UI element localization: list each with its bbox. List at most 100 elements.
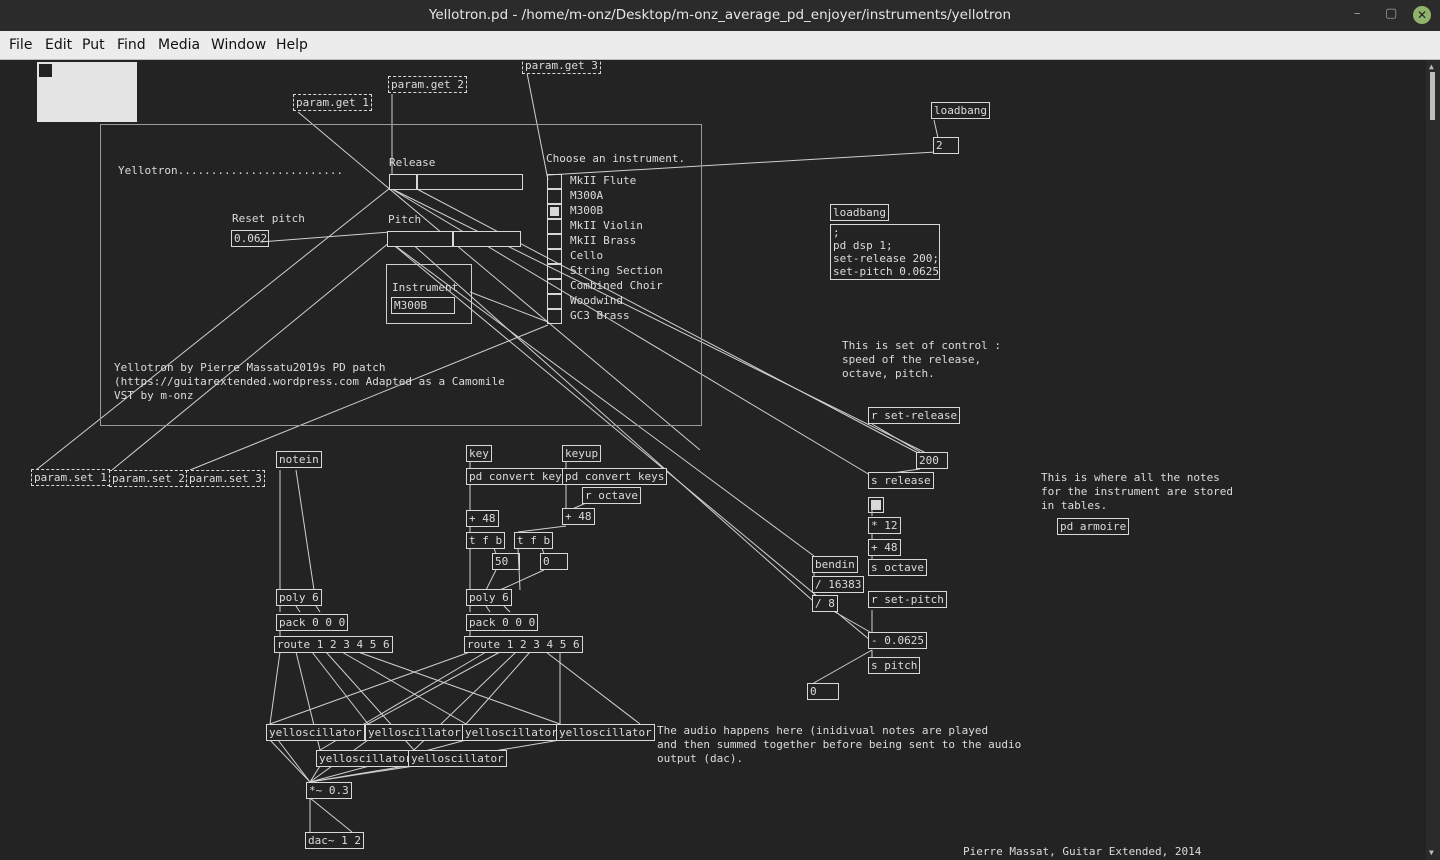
- maximize-icon[interactable]: ▢: [1385, 6, 1398, 21]
- t-f-b-2[interactable]: t f b: [514, 532, 554, 549]
- param-get-2[interactable]: param.get 2: [388, 76, 467, 93]
- instrument-option-label: Combined Choir: [570, 279, 663, 292]
- r-set-release[interactable]: r set-release: [868, 407, 961, 424]
- notes-comment: This is where all the notes for the inst…: [1041, 471, 1234, 512]
- key[interactable]: key: [466, 445, 492, 462]
- instrument-option-label: MkII Brass: [570, 234, 637, 247]
- route-1[interactable]: route 1 2 3 4 5 6: [274, 636, 393, 653]
- poly-2[interactable]: poly 6: [466, 589, 512, 606]
- gui-panel: [100, 124, 702, 426]
- loadbang-2[interactable]: loadbang: [830, 204, 889, 221]
- instrument-option-label: MkII Flute: [570, 174, 637, 187]
- instrument-radio-cell[interactable]: [547, 219, 562, 234]
- instrument-radio-cell[interactable]: [547, 264, 562, 279]
- instrument-option-label: M300A: [570, 189, 604, 202]
- yelloscillator-3[interactable]: yelloscillator: [462, 724, 561, 741]
- mul-0-3[interactable]: *~ 0.3: [306, 782, 352, 799]
- loadbang-1[interactable]: loadbang: [931, 102, 990, 119]
- release-slider[interactable]: [389, 174, 523, 190]
- vertical-scrollbar[interactable]: ▲ ▼: [1426, 60, 1440, 860]
- minimize-icon[interactable]: –: [1354, 6, 1361, 21]
- s-pitch[interactable]: s pitch: [868, 657, 921, 674]
- bang-panel[interactable]: [37, 62, 137, 122]
- div-16383[interactable]: / 16383: [812, 576, 865, 593]
- param-set-2[interactable]: param.set 2: [109, 470, 188, 487]
- message-200[interactable]: 200: [916, 452, 948, 469]
- plus-48-b[interactable]: + 48: [562, 508, 595, 525]
- yelloscillator-2[interactable]: yelloscillator: [365, 724, 464, 741]
- param-set-1[interactable]: param.set 1: [31, 469, 110, 486]
- number-0[interactable]: 0: [540, 553, 568, 570]
- sub-pitch[interactable]: - 0.0625: [868, 632, 927, 649]
- message-2[interactable]: 2: [933, 137, 959, 154]
- param-get-3[interactable]: param.get 3: [522, 60, 601, 74]
- notein[interactable]: notein: [276, 451, 322, 468]
- instrument-symbol[interactable]: M300B: [391, 297, 455, 314]
- bang-square[interactable]: [39, 64, 52, 77]
- menu-find[interactable]: Find: [117, 37, 146, 53]
- menu-window[interactable]: Window: [211, 37, 267, 53]
- r-octave[interactable]: r octave: [582, 487, 641, 504]
- close-icon[interactable]: ✕: [1413, 6, 1431, 24]
- instrument-option-label: M300B: [570, 204, 604, 217]
- instrument-option-label: String Section: [570, 264, 663, 277]
- control-comment: This is set of control : speed of the re…: [842, 339, 1001, 380]
- release-slider-knob[interactable]: [415, 175, 418, 189]
- menu-file[interactable]: File: [9, 37, 33, 53]
- scrollbar-thumb[interactable]: [1430, 72, 1435, 120]
- init-message[interactable]: ; pd dsp 1; set-release 200; set-pitch 0…: [830, 224, 940, 280]
- instrument-radio-cell[interactable]: [547, 294, 562, 309]
- instrument-radio-cell[interactable]: [547, 174, 562, 189]
- scroll-down-icon[interactable]: ▼: [1429, 848, 1434, 857]
- pitch-number[interactable]: 0: [807, 683, 839, 700]
- param-set-3[interactable]: param.set 3: [186, 470, 265, 487]
- r-set-pitch[interactable]: r set-pitch: [868, 591, 947, 608]
- instrument-radio-cell[interactable]: [547, 204, 562, 219]
- instrument-label: Instrument: [392, 281, 459, 294]
- yelloscillator-5[interactable]: yelloscillator: [316, 750, 415, 767]
- menu-edit[interactable]: Edit: [45, 37, 73, 53]
- instrument-radio-cell[interactable]: [547, 189, 562, 204]
- instrument-radio-cell[interactable]: [547, 249, 562, 264]
- octave-toggle[interactable]: [868, 497, 884, 513]
- scroll-up-icon[interactable]: ▲: [1429, 62, 1434, 71]
- menu-bar: File Edit Put Find Media Window Help: [0, 31, 1440, 60]
- reset-pitch-label: Reset pitch: [232, 212, 305, 225]
- pack-1[interactable]: pack 0 0 0: [276, 614, 349, 631]
- instrument-option-label: Woodwind: [570, 294, 623, 307]
- pitch-slider-knob[interactable]: [452, 232, 454, 246]
- instrument-radio-cell[interactable]: [547, 309, 562, 324]
- yelloscillator-6[interactable]: yelloscillator: [408, 750, 507, 767]
- pd-convert-keys-1[interactable]: pd convert keys: [466, 468, 572, 485]
- param-get-1[interactable]: param.get 1: [293, 94, 372, 111]
- pack-2[interactable]: pack 0 0 0: [466, 614, 539, 631]
- window-titlebar[interactable]: Yellotron.pd - /home/m-onz/Desktop/m-onz…: [0, 0, 1440, 31]
- gui-title: Yellotron.........................: [118, 164, 344, 177]
- instrument-radio-cell[interactable]: [547, 234, 562, 249]
- s-octave[interactable]: s octave: [868, 559, 927, 576]
- poly-1[interactable]: poly 6: [276, 589, 322, 606]
- t-f-b-1[interactable]: t f b: [466, 532, 506, 549]
- s-release[interactable]: s release: [868, 472, 934, 489]
- route-2[interactable]: route 1 2 3 4 5 6: [464, 636, 583, 653]
- instrument-radio-cell[interactable]: [547, 279, 562, 294]
- patch-canvas[interactable]: param.get 1 param.get 2 param.get 3 Yell…: [0, 60, 1426, 860]
- release-label: Release: [389, 156, 436, 169]
- yelloscillator-1[interactable]: yelloscillator: [266, 724, 365, 741]
- plus-48-a[interactable]: + 48: [466, 510, 499, 527]
- number-50[interactable]: 50: [492, 553, 520, 570]
- pd-convert-keys-2[interactable]: pd convert keys: [562, 468, 668, 485]
- menu-put[interactable]: Put: [82, 37, 105, 53]
- keyup[interactable]: keyup: [562, 445, 602, 462]
- pd-armoire[interactable]: pd armoire: [1057, 518, 1130, 535]
- menu-media[interactable]: Media: [158, 37, 201, 53]
- plus-48-c[interactable]: + 48: [868, 539, 901, 556]
- mul-12[interactable]: * 12: [868, 517, 901, 534]
- reset-pitch-number[interactable]: 0.062: [231, 230, 269, 247]
- bendin[interactable]: bendin: [812, 556, 858, 573]
- menu-help[interactable]: Help: [276, 37, 308, 53]
- yelloscillator-4[interactable]: yelloscillator: [556, 724, 655, 741]
- dac[interactable]: dac~ 1 2: [305, 832, 364, 849]
- pitch-slider[interactable]: [387, 231, 521, 247]
- div-8[interactable]: / 8: [812, 595, 838, 612]
